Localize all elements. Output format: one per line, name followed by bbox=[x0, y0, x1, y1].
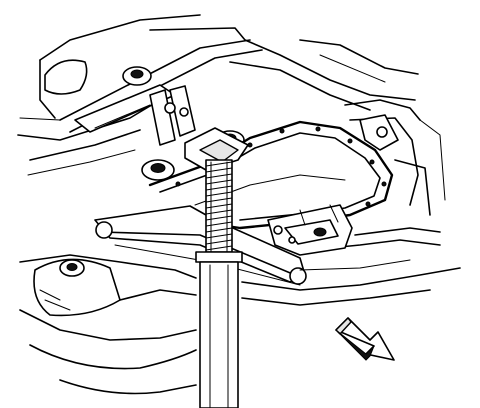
engine-mount-bracket bbox=[267, 204, 353, 256]
jack-column bbox=[195, 251, 243, 408]
mount-bushing-top bbox=[122, 66, 152, 86]
upper-crossmember bbox=[74, 84, 196, 146]
lower-left-suspension bbox=[19, 254, 197, 395]
lower-right-rail bbox=[241, 259, 461, 306]
jack-threaded-screw bbox=[205, 159, 233, 253]
upper-body-panels bbox=[17, 14, 419, 176]
arrow-right-down-icon bbox=[335, 317, 395, 361]
right-side-frame bbox=[309, 99, 446, 251]
mount-bushing-left bbox=[141, 159, 175, 181]
